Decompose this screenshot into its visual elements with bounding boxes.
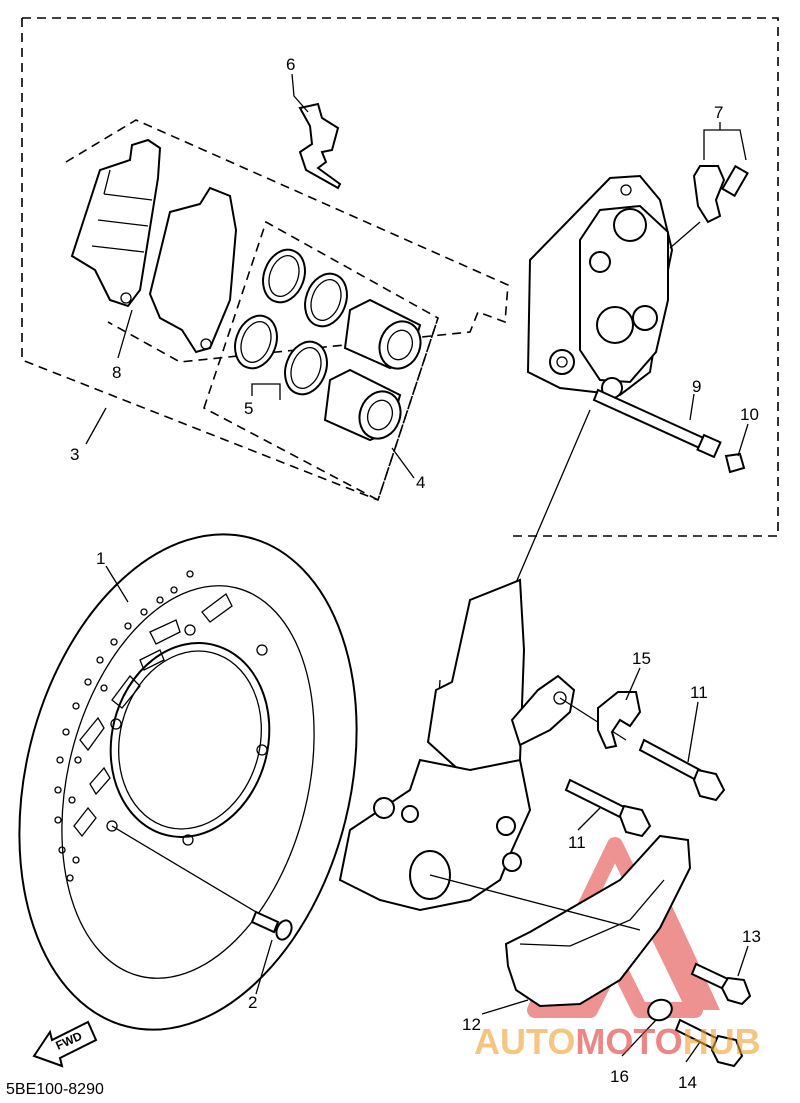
caliper-bolt-lower [564, 778, 652, 838]
callout-16: 16 [610, 1067, 629, 1086]
hose-bracket [597, 691, 642, 750]
brake-pad-set [65, 119, 509, 363]
callout-5: 5 [244, 399, 253, 418]
callout-leaders [85, 73, 749, 1063]
pin-plug [724, 452, 746, 474]
watermark-part-auto: AUTO [474, 1021, 575, 1062]
disc-drill-holes [54, 570, 194, 882]
callout-1: 1 [96, 549, 105, 568]
watermark-text: AUTOMOTOHUB [474, 1021, 761, 1062]
caliper-assembly-dashed-outline [21, 17, 779, 537]
callout-9: 9 [692, 377, 701, 396]
callout-11-lower: 11 [568, 833, 586, 852]
brake-caliper-body [461, 174, 674, 843]
cover-bolt-14 [674, 1018, 744, 1068]
pad-spring-clip [298, 102, 342, 190]
callout-12: 12 [462, 1015, 481, 1034]
watermark-part-hub: HUB [683, 1021, 761, 1062]
callout-6: 6 [286, 55, 295, 74]
callout-4: 4 [416, 473, 425, 492]
diagram-code: 5BE100-8290 [6, 1081, 104, 1098]
callout-11-upper: 11 [690, 683, 708, 702]
washer [647, 998, 673, 1022]
cover-bolt-13 [690, 962, 752, 1006]
pad-pin [592, 388, 722, 459]
callout-8: 8 [112, 363, 121, 382]
callout-numbers: 1 2 3 4 5 6 7 8 9 10 11 11 12 13 14 15 1… [70, 55, 761, 1092]
callout-3: 3 [70, 445, 79, 464]
bleed-screw [669, 164, 749, 249]
callout-7: 7 [714, 103, 723, 122]
callout-2: 2 [248, 993, 257, 1012]
callout-15: 15 [632, 649, 651, 668]
callout-13: 13 [742, 927, 761, 946]
front-fork-leg [338, 578, 627, 912]
callout-10: 10 [740, 405, 759, 424]
callout-14: 14 [678, 1073, 697, 1092]
brake-disc [18, 533, 358, 1031]
watermark-part-moto: MOTO [575, 1021, 682, 1062]
piston-seal-kit [203, 220, 439, 502]
caliper-bolt-upper [638, 738, 726, 802]
disc-bolt [111, 825, 293, 941]
svg-text:AUTOMOTOHUB: AUTOMOTOHUB [474, 1021, 761, 1062]
disc-cover [429, 834, 692, 1008]
fwd-arrow-icon: FWD [32, 1020, 98, 1068]
